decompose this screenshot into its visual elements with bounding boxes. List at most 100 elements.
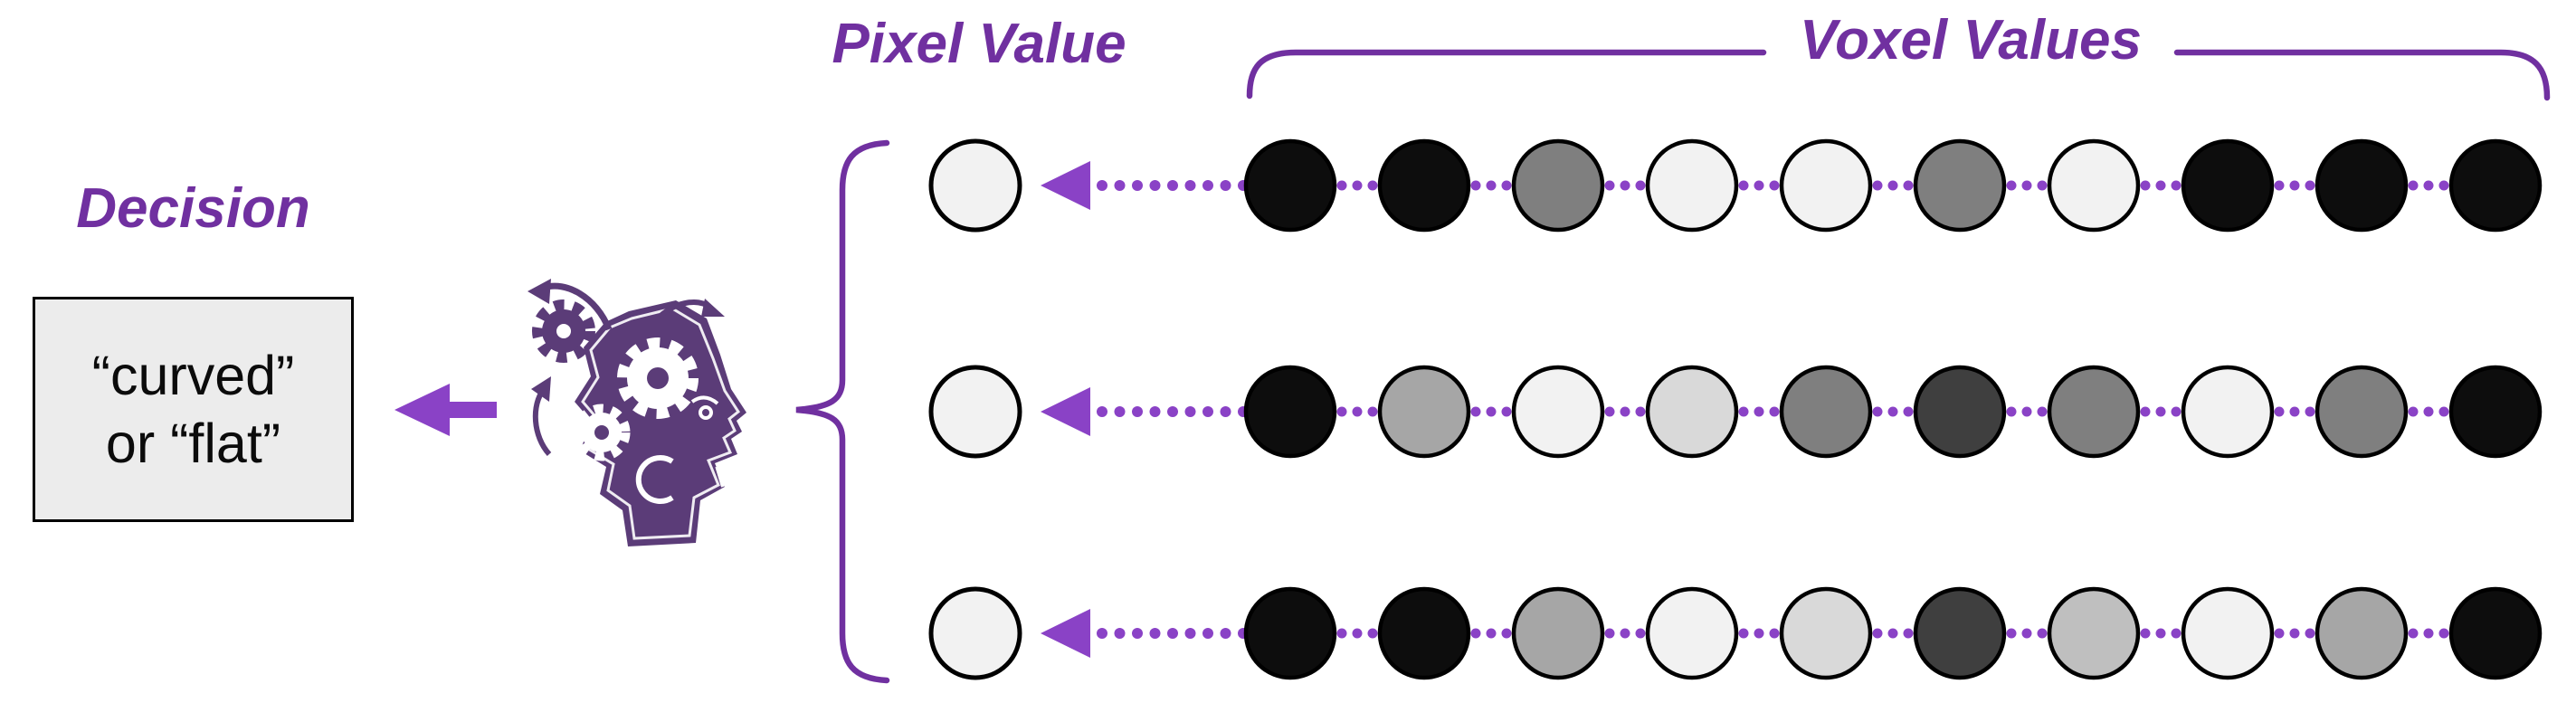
connector-dot bbox=[2021, 180, 2032, 191]
dotted-arrow-head-icon bbox=[1041, 161, 1090, 210]
voxel-circle bbox=[1645, 138, 1739, 233]
connector-dot bbox=[2423, 628, 2434, 639]
connector-dot bbox=[1336, 406, 1347, 417]
arrow-dot bbox=[1220, 628, 1231, 639]
voxel-circle bbox=[1511, 365, 1605, 459]
gear-icon bbox=[532, 299, 595, 363]
arrow-dot bbox=[1167, 180, 1178, 191]
voxel-circle bbox=[1377, 138, 1471, 233]
connector-dot bbox=[2289, 406, 2300, 417]
arrow-dot bbox=[1167, 406, 1178, 417]
connector-dot bbox=[2305, 406, 2315, 417]
voxel-circle bbox=[2181, 365, 2275, 459]
voxel-circle bbox=[2181, 138, 2275, 233]
voxel-circle bbox=[1243, 138, 1337, 233]
connector-dot bbox=[2155, 406, 2166, 417]
connector-dot bbox=[2140, 628, 2151, 639]
arrow-dot bbox=[1132, 628, 1143, 639]
arrow-dot bbox=[1220, 406, 1231, 417]
voxel-circle bbox=[1511, 586, 1605, 680]
connector-dot bbox=[1604, 406, 1615, 417]
curved-arrow-icon bbox=[528, 279, 613, 331]
connector-dot bbox=[1635, 180, 1646, 191]
arrow-dot bbox=[1149, 406, 1161, 417]
connector-dot bbox=[1635, 406, 1646, 417]
connector-dot bbox=[2438, 180, 2449, 191]
connector-dot bbox=[1887, 628, 1898, 639]
voxel-circle bbox=[1377, 586, 1471, 680]
connector-dot bbox=[1872, 406, 1883, 417]
voxel-circle bbox=[1511, 138, 1605, 233]
connector-dot bbox=[2021, 628, 2032, 639]
voxel-brace bbox=[1246, 49, 2551, 101]
connector-dot bbox=[1620, 406, 1630, 417]
arrow-dot bbox=[1184, 628, 1196, 639]
voxel-circle bbox=[1779, 365, 1873, 459]
voxel-circle bbox=[1645, 586, 1739, 680]
connector-dot bbox=[2408, 406, 2419, 417]
connector-dot bbox=[2037, 406, 2048, 417]
connector-dot bbox=[1887, 406, 1898, 417]
head-silhouette bbox=[575, 300, 746, 546]
dotted-arrow-head-icon bbox=[1041, 609, 1090, 658]
pixel-circle bbox=[928, 138, 1022, 233]
arrow-dot bbox=[1114, 628, 1126, 639]
connector-dot bbox=[2171, 628, 2182, 639]
voxel-circle bbox=[2315, 586, 2409, 680]
voxel-circle bbox=[1913, 365, 2007, 459]
connector-dot bbox=[2037, 628, 2048, 639]
pixel-value-label: Pixel Value bbox=[832, 13, 1126, 75]
voxel-circle bbox=[1645, 365, 1739, 459]
connector-dot bbox=[1501, 628, 1512, 639]
connector-dot bbox=[1501, 180, 1512, 191]
connector-dot bbox=[2274, 628, 2285, 639]
connector-dot bbox=[2021, 406, 2032, 417]
connector-dot bbox=[2408, 628, 2419, 639]
connector-dot bbox=[1620, 628, 1630, 639]
connector-dot bbox=[1336, 628, 1347, 639]
voxel-circle bbox=[2047, 365, 2141, 459]
curved-arrow-icon bbox=[657, 299, 725, 319]
connector-dot bbox=[2140, 406, 2151, 417]
connector-dot bbox=[1486, 628, 1497, 639]
arrow-dot bbox=[1220, 180, 1231, 191]
connector-dot bbox=[2171, 180, 2182, 191]
head-inner-outline bbox=[581, 307, 741, 540]
connector-dot bbox=[2037, 180, 2048, 191]
connector-dot bbox=[1769, 180, 1780, 191]
arrow-dot bbox=[1149, 180, 1161, 191]
pixel-circle bbox=[928, 586, 1022, 680]
connector-dot bbox=[2140, 180, 2151, 191]
connector-dot bbox=[2006, 628, 2017, 639]
connector-dot bbox=[1903, 628, 1914, 639]
thinking-head-icon bbox=[528, 279, 746, 546]
voxel-circle bbox=[2181, 586, 2275, 680]
pixel-circle bbox=[928, 365, 1022, 459]
voxel-values-label: Voxel Values bbox=[1800, 9, 2142, 71]
connector-dot bbox=[2155, 628, 2166, 639]
connector-dot bbox=[1470, 628, 1481, 639]
dotted-arrow-head-icon bbox=[1041, 387, 1090, 436]
arrow-dot bbox=[1114, 180, 1126, 191]
voxel-circle bbox=[2047, 138, 2141, 233]
connector-dot bbox=[1635, 628, 1646, 639]
voxel-circle bbox=[2315, 365, 2409, 459]
connector-dot bbox=[1903, 180, 1914, 191]
arrow-dot bbox=[1202, 180, 1213, 191]
connector-dot bbox=[1769, 628, 1780, 639]
connector-dot bbox=[1470, 406, 1481, 417]
connector-dot bbox=[1367, 406, 1378, 417]
connector-dot bbox=[1872, 628, 1883, 639]
chin-line bbox=[715, 465, 737, 488]
connector-dot bbox=[1887, 180, 1898, 191]
connector-dot bbox=[2423, 406, 2434, 417]
arrow-dot bbox=[1132, 406, 1143, 417]
arrow-dot bbox=[1184, 406, 1196, 417]
decision-label: Decision bbox=[76, 177, 310, 240]
eyebrow bbox=[690, 395, 719, 405]
connector-dot bbox=[2006, 406, 2017, 417]
connector-dot bbox=[2171, 406, 2182, 417]
connector-dot bbox=[2274, 406, 2285, 417]
decision-box-line2: or “flat” bbox=[105, 412, 281, 474]
